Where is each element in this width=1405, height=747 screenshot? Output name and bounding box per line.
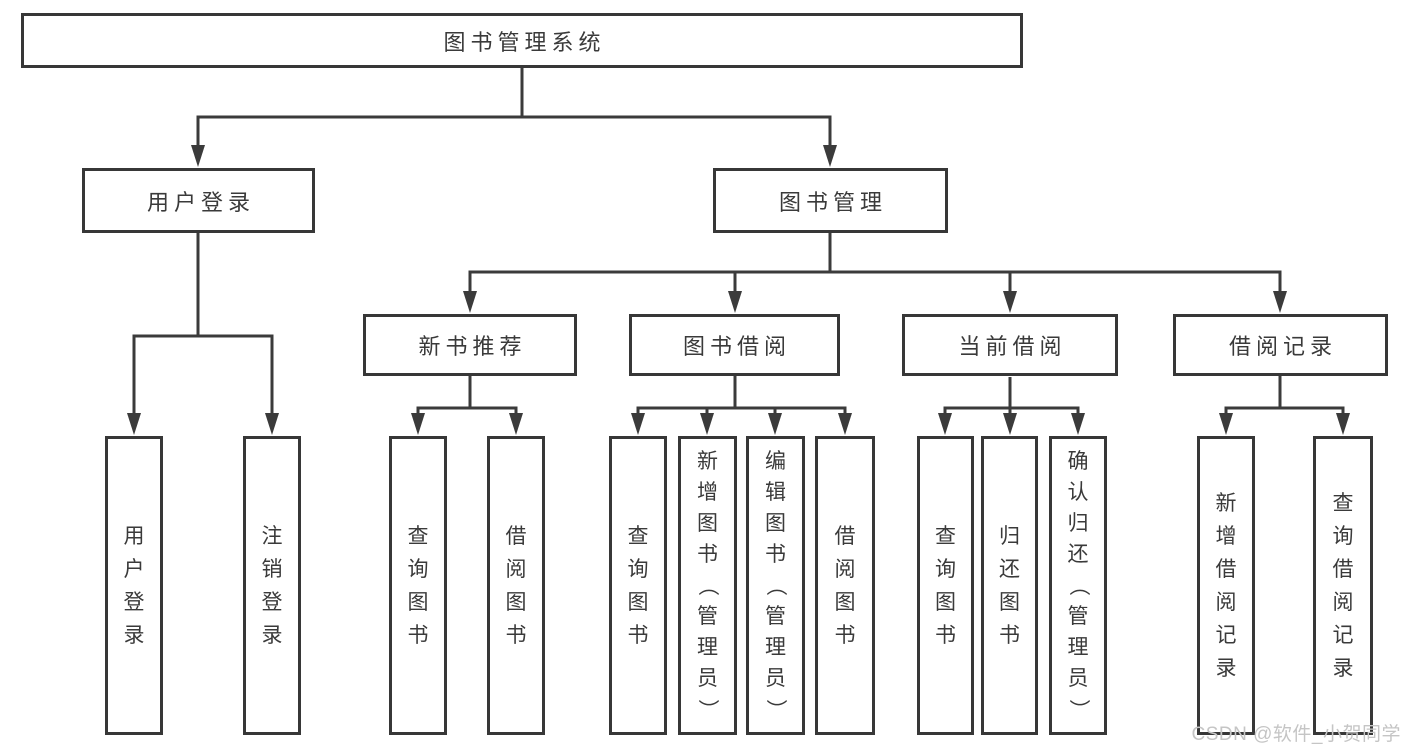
node-user-login: 用户登录 — [82, 168, 315, 233]
node-label: 图书借阅 — [682, 334, 791, 359]
csdn-watermark: CSDN @软件_小贺同学 — [1191, 724, 1401, 745]
node-label: 新书推荐 — [418, 334, 527, 359]
leaf-current-query-books: 查询图书 — [917, 436, 974, 735]
leaf-newbook-borrow-books: 借阅图书 — [487, 436, 545, 735]
leaf-record-add-borrow-record: 新增借阅记录 — [1197, 436, 1255, 735]
leaf-borrow-borrow-books: 借阅图书 — [815, 436, 875, 735]
leaf-record-query-borrow-record: 查询借阅记录 — [1313, 436, 1373, 735]
node-book-management: 图书管理 — [713, 168, 948, 233]
node-current-borrowing: 当前借阅 — [902, 314, 1118, 376]
leaf-user-login: 用户登录 — [105, 436, 163, 735]
node-label: 借阅记录 — [1228, 334, 1337, 359]
connector-book-borrow — [631, 376, 852, 435]
connector-current-borrow — [938, 377, 1085, 435]
node-label: 当前借阅 — [958, 334, 1067, 359]
connector-borrow-record — [1219, 376, 1350, 435]
leaf-current-confirm-return-admin: 确认归还（管理员） — [1049, 436, 1107, 735]
leaf-borrow-add-books-admin: 新增图书（管理员） — [678, 436, 737, 735]
leaf-borrow-query-books: 查询图书 — [609, 436, 667, 735]
connector-user-login — [127, 233, 279, 435]
node-label: 用户登录 — [146, 189, 255, 215]
node-book-borrowing: 图书借阅 — [629, 314, 840, 376]
connector-new-book — [411, 376, 523, 435]
leaf-current-return-books: 归还图书 — [981, 436, 1038, 735]
connector-root — [191, 68, 837, 167]
node-label: 图书管理 — [778, 189, 887, 215]
node-label: 图书管理系统 — [443, 29, 606, 55]
leaf-newbook-query-books: 查询图书 — [389, 436, 447, 735]
connector-book-mgmt — [463, 233, 1287, 313]
leaf-borrow-edit-books-admin: 编辑图书（管理员） — [746, 436, 805, 735]
node-new-book-recommend: 新书推荐 — [363, 314, 577, 376]
node-borrowing-records: 借阅记录 — [1173, 314, 1388, 376]
node-library-management-system: 图书管理系统 — [21, 13, 1023, 68]
leaf-logout: 注销登录 — [243, 436, 301, 735]
